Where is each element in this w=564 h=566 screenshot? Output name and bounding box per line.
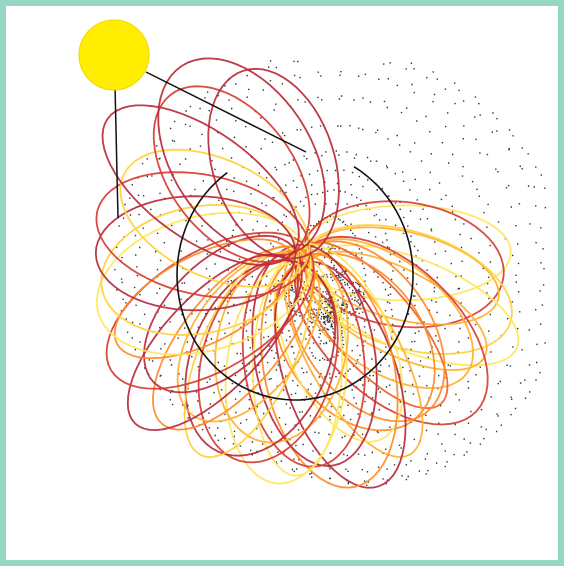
loop-curve <box>214 249 349 444</box>
loop-curve <box>241 250 366 468</box>
loop-curve <box>95 211 312 356</box>
loop-curve <box>105 231 315 390</box>
loop-curve <box>197 259 339 464</box>
loop-curve <box>152 245 316 431</box>
orbit-path <box>176 166 414 401</box>
orbit-visualization <box>78 19 547 489</box>
loop-curve <box>100 203 300 336</box>
loop-curve <box>126 253 300 432</box>
loop-curve <box>260 252 399 489</box>
loop-curve <box>94 195 297 312</box>
loop-curve <box>184 259 337 457</box>
pointer-line <box>114 84 119 219</box>
loop-curve <box>176 251 321 423</box>
pointer-lines <box>114 71 307 219</box>
loop-curve <box>95 171 311 299</box>
loop-curve <box>252 255 344 477</box>
loop-curve <box>119 148 311 288</box>
loop-curve <box>294 235 489 426</box>
loop-curve <box>207 67 340 260</box>
loop-curve <box>183 245 313 459</box>
loop-curve <box>224 262 348 485</box>
loop-curve <box>297 204 512 302</box>
loop-curve <box>143 234 303 394</box>
loop-curve <box>101 104 300 266</box>
pointer-line <box>145 71 307 153</box>
loop-curve <box>152 85 311 263</box>
sun-circle <box>78 19 150 91</box>
loop-curves <box>94 57 520 489</box>
loop-curve <box>287 240 446 423</box>
loop-curve <box>251 243 378 467</box>
loop-curve <box>307 226 500 326</box>
orbit-arc <box>176 166 414 401</box>
loop-curve <box>157 57 326 258</box>
